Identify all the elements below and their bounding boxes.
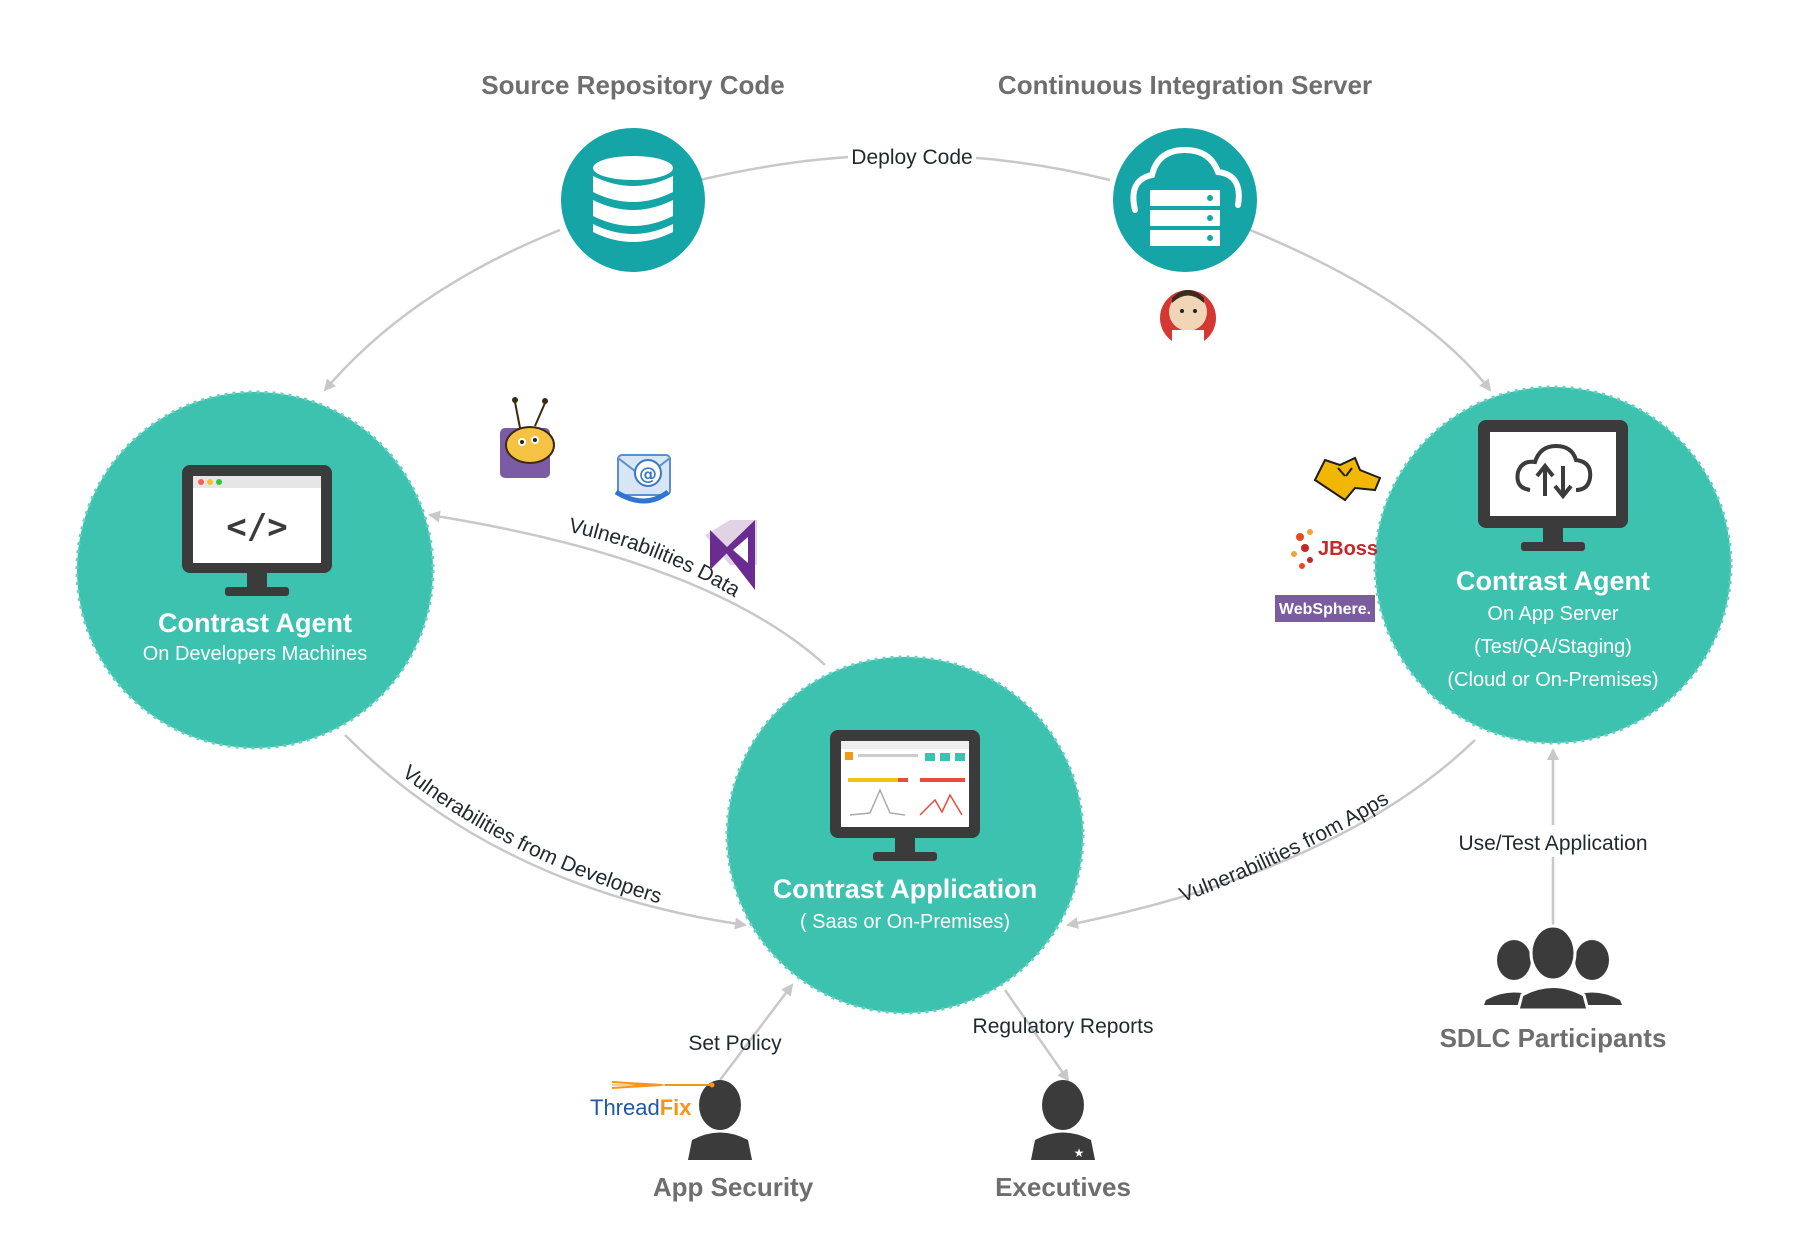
sdlc-title: SDLC Participants [1440, 1023, 1667, 1053]
vuln-from-apps-label: Vulnerabilities from Apps [1176, 787, 1392, 907]
application-subtitle: ( Saas or On-Premises) [800, 911, 1010, 933]
application-node: Contrast Application ( Saas or On-Premis… [725, 655, 1085, 1015]
regulatory-label: Regulatory Reports [973, 1015, 1154, 1038]
svg-text:</>: </> [226, 507, 287, 547]
set-policy-label: Set Policy [688, 1032, 782, 1055]
source-repo-node [561, 128, 705, 272]
agent-server-line-1: On App Server [1487, 603, 1619, 625]
connectors [323, 153, 1559, 1082]
svg-text:★: ★ [1074, 1146, 1085, 1160]
jboss-text: JBoss [1318, 538, 1378, 560]
jboss-logo: JBoss [1291, 529, 1378, 569]
threadfix-fix-text: Fix [660, 1095, 693, 1120]
sdlc-group-icon [1484, 924, 1622, 1012]
jenkins-logo [1160, 290, 1216, 346]
arrow-ci-to-agent-server [1249, 228, 1492, 392]
executives-title: Executives [995, 1172, 1131, 1202]
arrow-vuln-from-devs [344, 734, 747, 930]
svg-text:@: @ [639, 464, 657, 485]
agent-server-line-3: (Cloud or On-Premises) [1447, 669, 1658, 691]
agent-server-line-2: (Test/QA/Staging) [1474, 636, 1632, 658]
email-icon: @ [614, 454, 671, 504]
agent-dev-title: Contrast Agent [158, 608, 352, 638]
app-security-title: App Security [653, 1172, 814, 1202]
arrow-set-policy [719, 983, 794, 1081]
agent-server-node: Contrast Agent On App Server (Test/QA/St… [1373, 385, 1733, 745]
bug-tracker-logo [500, 397, 555, 478]
ci-server-node [1113, 128, 1257, 272]
cloud-server-icon [1130, 146, 1242, 246]
database-icon [593, 156, 673, 242]
arrow-repo-to-agent-dev [323, 228, 561, 392]
use-test-label: Use/Test Application [1458, 832, 1647, 855]
websphere-logo: WebSphere. [1275, 595, 1375, 622]
dashboard-monitor-icon [830, 730, 980, 861]
visual-studio-icon [705, 520, 757, 590]
arrow-regulatory [1003, 989, 1070, 1082]
source-repo-title: Source Repository Code [481, 70, 784, 100]
websphere-text: WebSphere. [1279, 601, 1371, 618]
application-title: Contrast Application [773, 874, 1038, 904]
arrow-vuln-from-apps [1066, 739, 1476, 929]
app-security-person-icon [688, 1080, 752, 1160]
code-monitor-icon: </> [182, 465, 332, 596]
agent-dev-subtitle: On Developers Machines [143, 643, 368, 665]
threadfix-thread-text: Thread [590, 1095, 660, 1120]
svg-text:ThreadFix: ThreadFix [590, 1095, 692, 1120]
cloud-upload-monitor-icon [1478, 420, 1628, 551]
deploy-code-label: Deploy Code [851, 146, 972, 169]
vuln-from-devs-label: Vulnerabilities from Developers [398, 761, 664, 909]
threadfix-logo: ThreadFix [590, 1081, 715, 1120]
agent-server-title: Contrast Agent [1456, 566, 1650, 596]
tomcat-logo [1313, 456, 1382, 502]
arrow-vuln-data [428, 510, 826, 666]
agent-dev-node: </> Contrast Agent On Developers Machine… [75, 390, 435, 750]
ci-server-title: Continuous Integration Server [998, 70, 1372, 100]
executive-person-icon: ★ [1031, 1080, 1095, 1160]
